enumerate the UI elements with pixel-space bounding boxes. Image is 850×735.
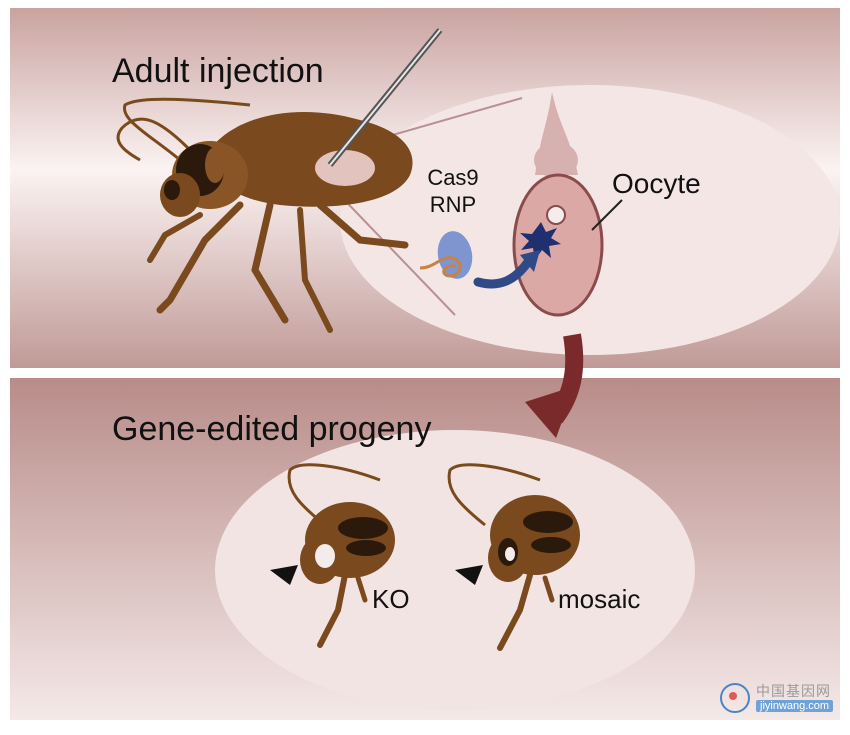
ko-nymph-icon: [287, 463, 395, 648]
dsb-burst-icon: [520, 222, 561, 260]
ko-eye-arrowhead: [270, 565, 298, 585]
rnp-label: RNP: [430, 192, 476, 217]
watermark-logo-icon: [720, 683, 750, 713]
watermark-text: 中国基因网 jiyinwang.com: [756, 683, 834, 713]
oocyte-shape: [512, 173, 604, 317]
cas9-label: Cas9: [427, 165, 478, 190]
watermark-url: jiyinwang.com: [756, 699, 834, 713]
watermark: 中国基因网 jiyinwang.com: [720, 676, 840, 720]
delivery-arrowhead: [520, 250, 540, 272]
delivery-arrow: [473, 257, 533, 289]
ovariole-chamber: [534, 142, 578, 178]
transition-arrowhead: [525, 386, 575, 438]
bottom-panel-title: Gene-edited progeny: [112, 410, 431, 448]
ko-label: KO: [372, 584, 410, 614]
oocyte-pointer-line: [591, 199, 623, 231]
mosaic-nymph-icon: [447, 463, 580, 651]
oocyte-nucleus: [546, 205, 566, 225]
injection-needle-highlight: [329, 29, 441, 166]
guide-rna-icon: [419, 256, 462, 278]
watermark-chinese: 中国基因网: [756, 683, 831, 700]
adult-cockroach-icon: [116, 97, 413, 333]
top-panel-title: Adult injection: [112, 52, 324, 90]
zoom-line-bottom: [329, 184, 456, 316]
mosaic-eye-arrowhead: [455, 565, 483, 585]
oocyte-label: Oocyte: [612, 168, 701, 199]
mosaic-label: mosaic: [558, 584, 640, 614]
